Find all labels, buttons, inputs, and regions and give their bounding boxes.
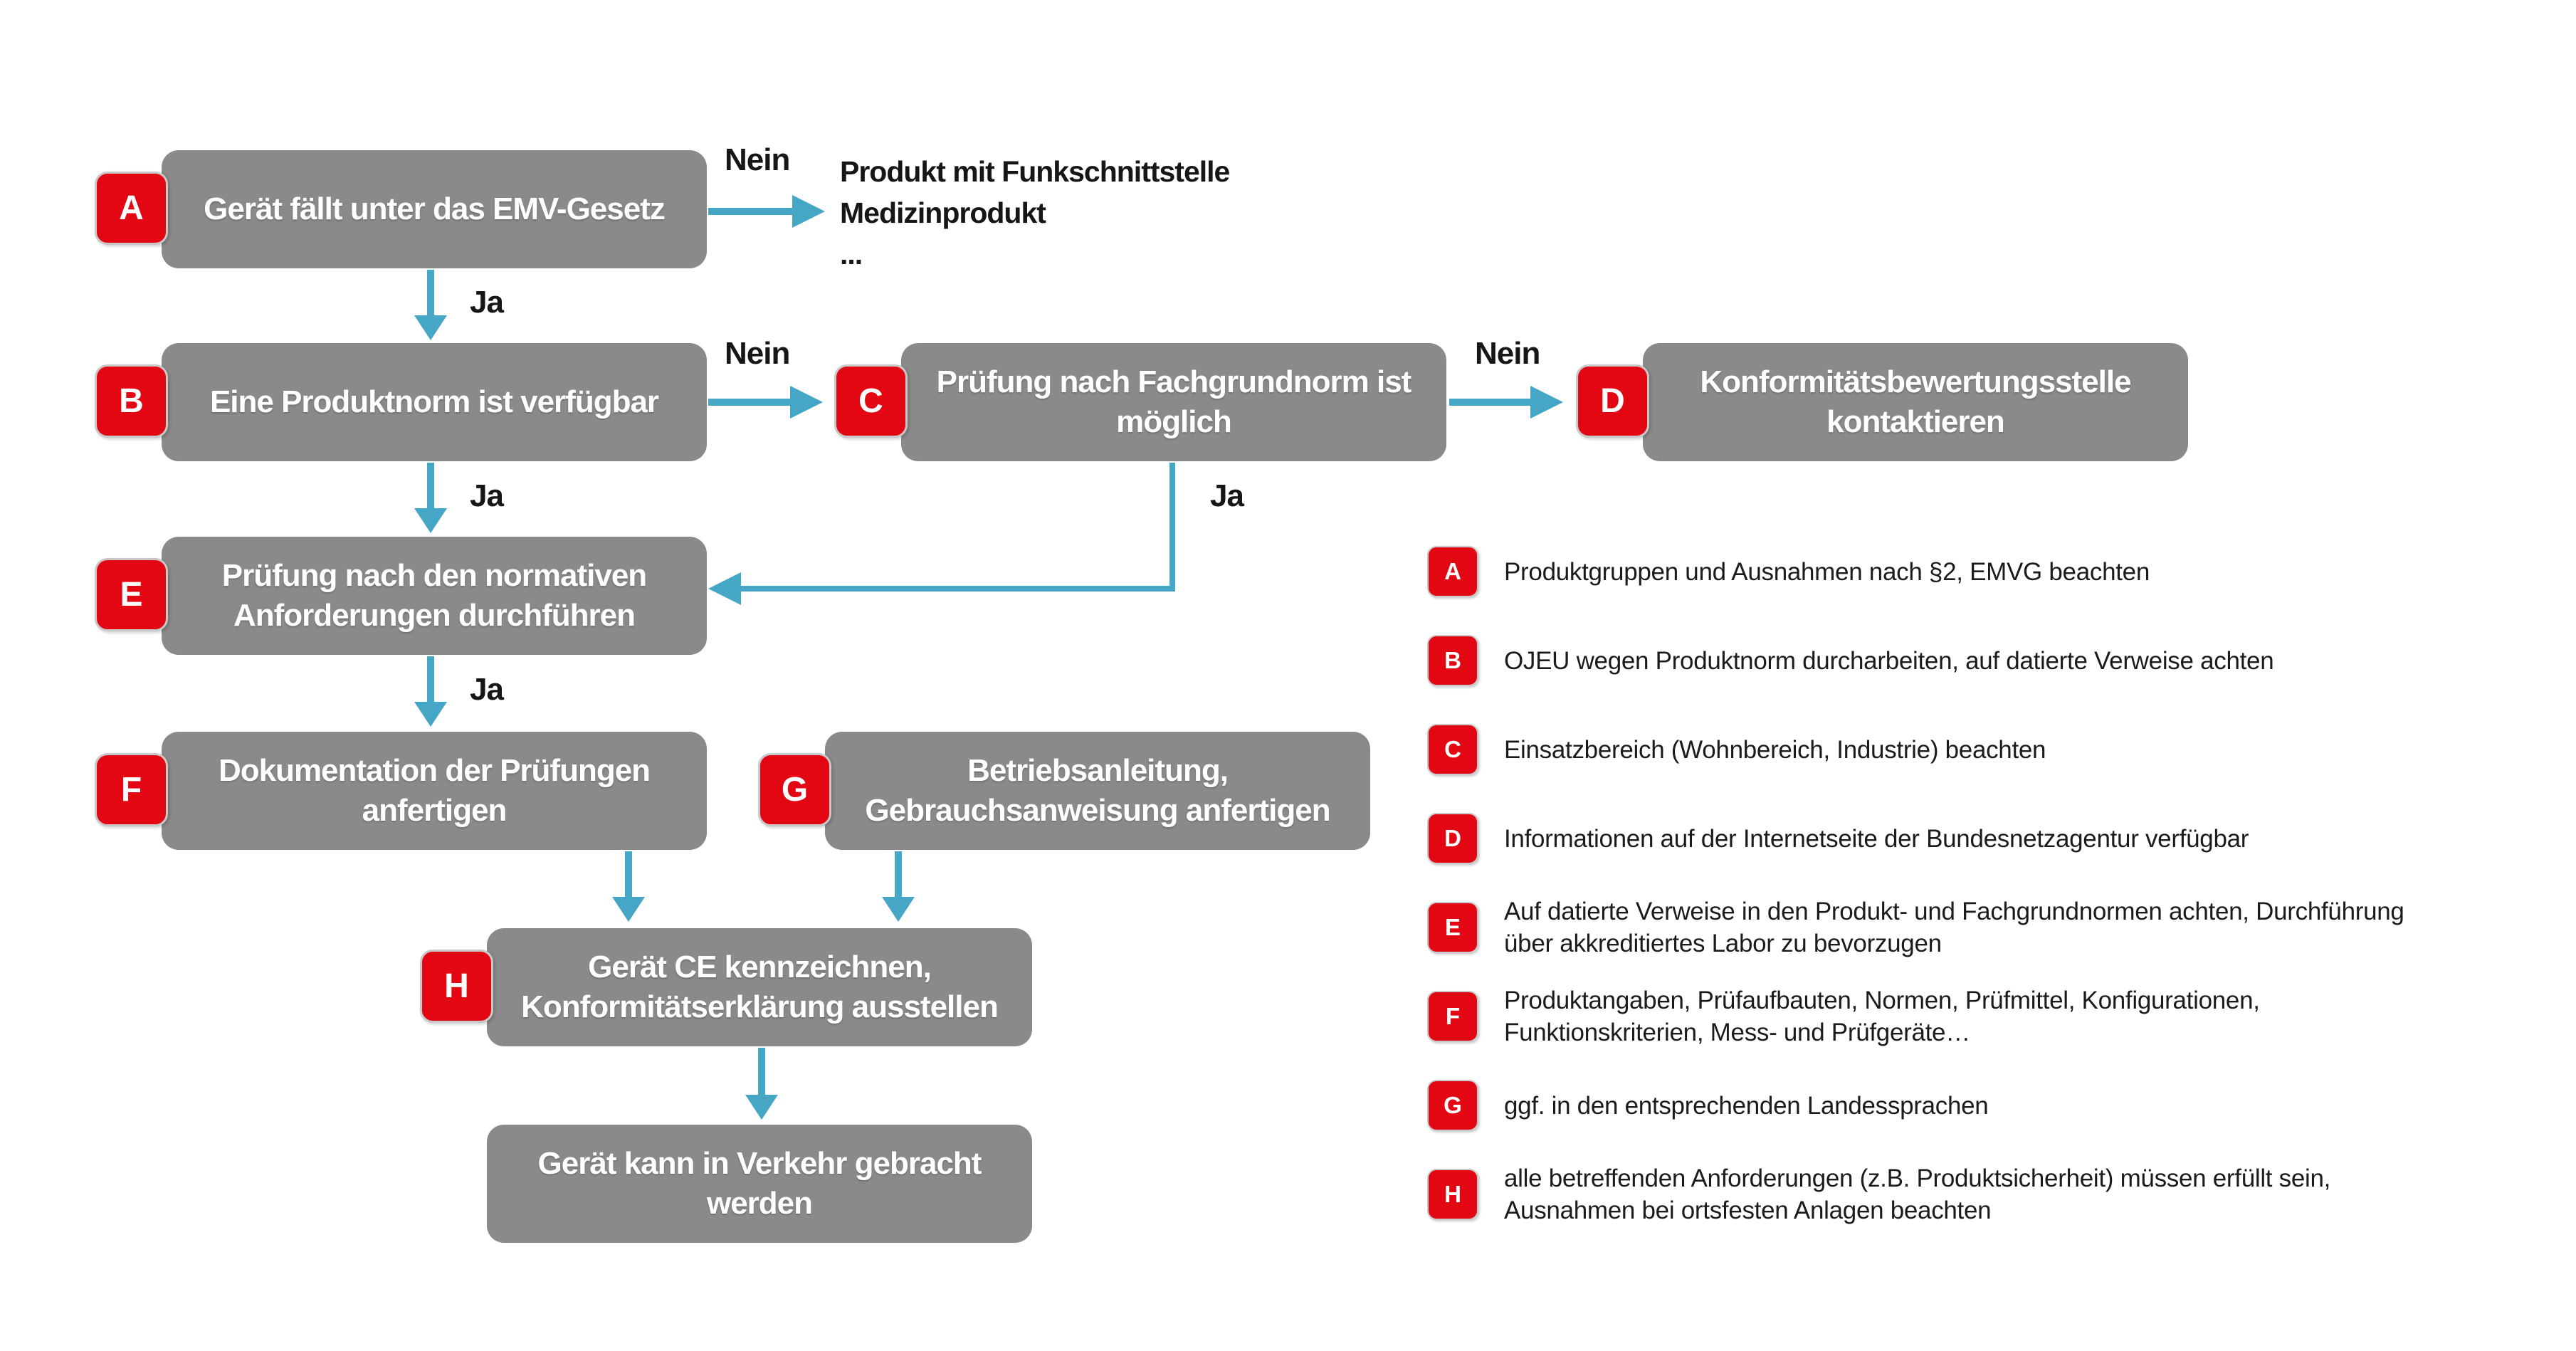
badge-a: A <box>95 172 168 245</box>
edge-label-b-nein: Nein <box>725 336 790 371</box>
legend-row-g: G ggf. in den entsprechenden Landessprac… <box>1427 1080 2557 1131</box>
badge-b: B <box>95 364 168 438</box>
legend-text-d: Informationen auf der Internetseite der … <box>1504 824 2249 853</box>
legend-text-e: Auf datierte Verweise in den Produkt- un… <box>1504 898 2404 957</box>
flow-box-g: G Betriebsanleitung, Gebrauchsanweisung … <box>758 732 1370 850</box>
badge-d: D <box>1576 364 1649 438</box>
arrow-a-b-shaft <box>427 270 434 317</box>
flow-box-a-label: Gerät fällt unter das EMV-Gesetz <box>204 191 666 226</box>
legend-row-b: B OJEU wegen Produktnorm durcharbeiten, … <box>1427 635 2557 686</box>
badge-h: H <box>420 950 493 1023</box>
flow-box-b-label: Eine Produktnorm ist verfügbar <box>209 384 659 419</box>
flow-box-e: E Prüfung nach den normativen Anforderun… <box>95 537 707 655</box>
edge-label-a-nein: Nein <box>725 142 790 177</box>
arrow-b-e-shaft <box>427 463 434 510</box>
flow-box-h: H Gerät CE kennzeichnen, Konformitätserk… <box>420 928 1032 1046</box>
arrow-c-e-shaft-vertical <box>1169 463 1175 592</box>
legend-row-a: A Produktgruppen und Ausnahmen nach §2, … <box>1427 546 2557 597</box>
arrow-h-final-shaft <box>758 1048 765 1096</box>
badge-a-letter: A <box>119 189 144 227</box>
badge-f-letter: F <box>120 771 142 809</box>
exit-note: Produkt mit Funkschnittstelle Medizinpro… <box>840 155 1230 270</box>
badge-e: E <box>95 558 168 631</box>
edge-label-b-ja: Ja <box>470 478 504 513</box>
legend-badge-b-letter: B <box>1444 647 1461 673</box>
legend-badge-h-letter: H <box>1444 1181 1461 1207</box>
badge-h-letter: H <box>444 967 469 1005</box>
arrow-c-e-head <box>708 572 741 605</box>
arrow-b-e-head <box>414 508 447 533</box>
legend-badge-g-letter: G <box>1444 1092 1462 1118</box>
legend-badge-c-letter: C <box>1444 736 1461 762</box>
legend-badge-f: F <box>1427 991 1478 1042</box>
legend-badge-f-letter: F <box>1445 1003 1461 1029</box>
badge-d-letter: D <box>1600 382 1625 420</box>
flow-box-e-label: Prüfung nach den normativen Anforderunge… <box>221 558 647 633</box>
edge-label-e-ja: Ja <box>470 672 504 707</box>
legend-badge-d: D <box>1427 813 1478 864</box>
legend-row-d: D Informationen auf der Internetseite de… <box>1427 813 2557 864</box>
badge-g: G <box>758 753 831 826</box>
flow-box-f-label: Dokumentation der Prüfungen anfertigen <box>218 753 651 828</box>
arrow-c-e-shaft-horizontal <box>740 586 1175 592</box>
legend-row-e: E Auf datierte Verweise in den Produkt- … <box>1427 898 2557 957</box>
flow-box-g-label: Betriebsanleitung, Gebrauchsanweisung an… <box>865 753 1330 828</box>
badge-f: F <box>95 753 168 826</box>
legend-text-h: alle betreffenden Anforderungen (z.B. Pr… <box>1504 1165 2331 1224</box>
arrow-a-note-head <box>792 195 825 228</box>
arrow-e-f-shaft <box>427 656 434 703</box>
arrow-f-h-shaft <box>625 851 632 898</box>
arrow-f-h-head <box>612 897 645 922</box>
legend-text-a: Produktgruppen und Ausnahmen nach §2, EM… <box>1504 557 2150 586</box>
edge-label-c-nein: Nein <box>1475 336 1540 371</box>
legend-badge-g: G <box>1427 1080 1478 1131</box>
flow-box-d: D Konformitätsbewertungsstelle kontaktie… <box>1576 343 2188 461</box>
flow-box-c-label: Prüfung nach Fachgrundnorm ist möglich <box>936 364 1412 439</box>
legend-row-h: H alle betreffenden Anforderungen (z.B. … <box>1427 1165 2557 1224</box>
arrow-g-h-shaft <box>895 851 902 898</box>
legend-row-f: F Produktangaben, Prüfaufbauten, Normen,… <box>1427 987 2557 1046</box>
flow-box-b: B Eine Produktnorm ist verfügbar <box>95 343 707 461</box>
flow-box-final-label: Gerät kann in Verkehr gebracht werden <box>537 1146 982 1221</box>
badge-b-letter: B <box>119 382 144 420</box>
legend-text-b: OJEU wegen Produktnorm durcharbeiten, au… <box>1504 646 2274 675</box>
legend-badge-a-letter: A <box>1444 558 1461 584</box>
flow-box-a: A Gerät fällt unter das EMV-Gesetz <box>95 150 707 268</box>
legend-badge-c: C <box>1427 724 1478 775</box>
flow-box-c: C Prüfung nach Fachgrundnorm ist möglich <box>834 343 1446 461</box>
legend-badge-e-letter: E <box>1444 914 1461 940</box>
arrow-c-d-head <box>1530 386 1563 419</box>
arrow-g-h-head <box>882 897 915 922</box>
legend-text-f: Produktangaben, Prüfaufbauten, Normen, P… <box>1504 987 2260 1046</box>
legend-badge-e: E <box>1427 902 1478 953</box>
legend-badge-a: A <box>1427 546 1478 597</box>
arrow-a-note-shaft <box>708 208 794 215</box>
arrow-b-c-head <box>790 386 823 419</box>
arrow-b-c-shaft <box>708 399 792 406</box>
arrow-c-d-shaft <box>1449 399 1532 406</box>
legend-text-c: Einsatzbereich (Wohnbereich, Industrie) … <box>1504 735 2046 764</box>
edge-label-a-ja: Ja <box>470 285 504 320</box>
legend-text-g: ggf. in den entsprechenden Landessprache… <box>1504 1091 1989 1120</box>
legend-row-c: C Einsatzbereich (Wohnbereich, Industrie… <box>1427 724 2557 775</box>
arrow-e-f-head <box>414 702 447 727</box>
arrow-h-final-head <box>745 1095 778 1120</box>
badge-e-letter: E <box>120 576 143 614</box>
flow-box-final: Gerät kann in Verkehr gebracht werden <box>487 1125 1032 1243</box>
legend-badge-b: B <box>1427 635 1478 686</box>
flow-box-f: F Dokumentation der Prüfungen anfertigen <box>95 732 707 850</box>
edge-label-c-ja: Ja <box>1210 478 1244 513</box>
badge-c: C <box>834 364 908 438</box>
flow-box-d-label: Konformitätsbewertungsstelle kontaktiere… <box>1700 364 2131 439</box>
arrow-a-b-head <box>414 315 447 340</box>
badge-g-letter: G <box>781 771 809 809</box>
legend-badge-d-letter: D <box>1444 825 1461 851</box>
flow-box-h-label: Gerät CE kennzeichnen, Konformitätserklä… <box>521 950 999 1024</box>
badge-c-letter: C <box>858 382 883 420</box>
legend-badge-h: H <box>1427 1169 1478 1220</box>
